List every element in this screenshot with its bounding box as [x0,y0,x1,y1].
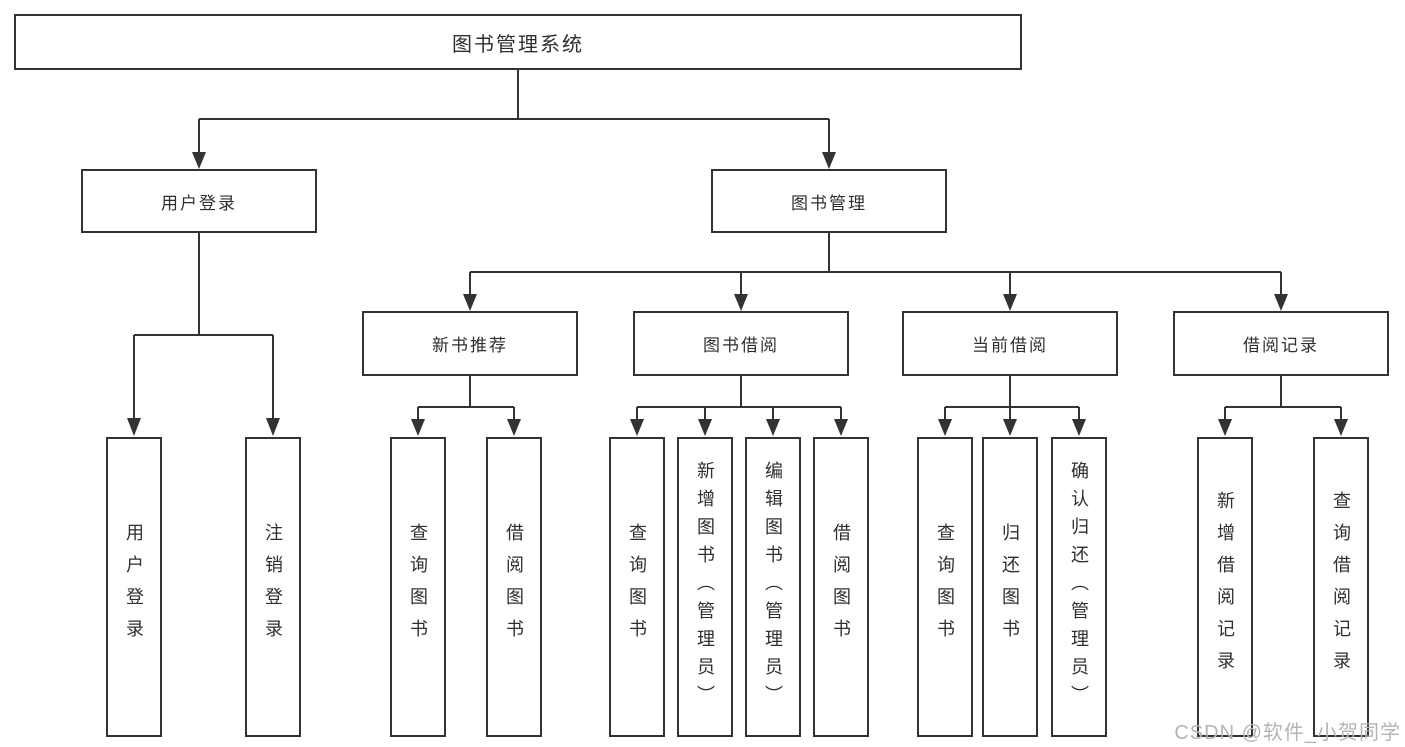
leaf-label: 用户登录 [124,523,144,651]
node-user-login: 用户登录 [81,169,317,233]
leaf-borrow-books: 借阅图书 [813,437,869,737]
leaf-confirm-return-admin: 确认归还（管理员） [1051,437,1107,737]
node-library-system: 图书管理系统 [14,14,1022,70]
leaf-query-books-recommend: 查询图书 [390,437,446,737]
leaf-label: 新增借阅记录 [1215,491,1235,683]
leaf-label: 归还图书 [1000,523,1020,651]
leaf-query-books-borrow: 查询图书 [609,437,665,737]
node-new-book-recommend: 新书推荐 [362,311,578,376]
node-current-borrowing: 当前借阅 [902,311,1118,376]
leaf-add-borrow-record: 新增借阅记录 [1197,437,1253,737]
node-book-borrowing: 图书借阅 [633,311,849,376]
leaf-label: 查询图书 [627,523,647,651]
leaf-label: 查询图书 [408,523,428,651]
leaf-edit-books-admin: 编辑图书（管理员） [745,437,801,737]
leaf-label: 新增图书（管理员） [695,461,715,713]
leaf-label: 查询借阅记录 [1331,491,1351,683]
leaf-label: 注销登录 [263,523,283,651]
watermark: CSDN @软件_小贺同学 [1174,722,1401,744]
leaf-query-books-current: 查询图书 [917,437,973,737]
leaf-add-books-admin: 新增图书（管理员） [677,437,733,737]
leaf-logout-login: 注销登录 [245,437,301,737]
node-book-management: 图书管理 [711,169,947,233]
leaf-label: 确认归还（管理员） [1069,461,1089,713]
leaf-query-borrow-record: 查询借阅记录 [1313,437,1369,737]
leaf-borrow-books-recommend: 借阅图书 [486,437,542,737]
leaf-label: 借阅图书 [831,523,851,651]
leaf-label: 查询图书 [935,523,955,651]
leaf-label: 编辑图书（管理员） [763,461,783,713]
leaf-label: 借阅图书 [504,523,524,651]
leaf-return-books: 归还图书 [982,437,1038,737]
leaf-user-login: 用户登录 [106,437,162,737]
node-borrowing-records: 借阅记录 [1173,311,1389,376]
